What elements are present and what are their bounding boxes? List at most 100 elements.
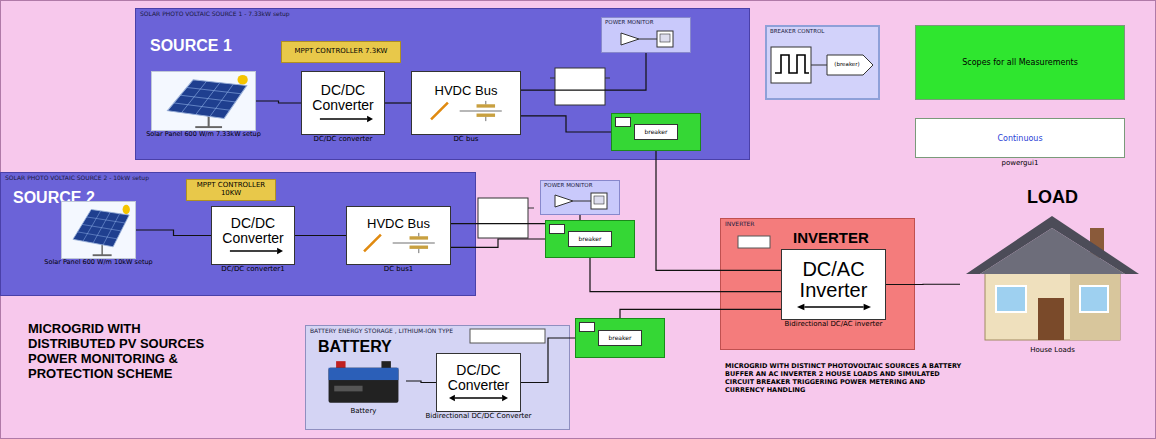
- direction-arrow: [449, 394, 508, 402]
- breaker-tag: [615, 117, 631, 127]
- pulse-generator-symbol: [769, 39, 877, 95]
- region-node: BATTERY ENERGY STORAGE , LITHIUM-ION TYP…: [305, 325, 570, 430]
- wire-connector: [656, 151, 781, 270]
- converter-caption: DC/DC converter: [288, 135, 398, 143]
- breaker-label: breaker: [645, 128, 668, 135]
- brk-node: breaker: [611, 113, 701, 151]
- load-title: LOAD: [960, 187, 1145, 208]
- monitor-symbol: [610, 29, 684, 49]
- wire-connector: [620, 309, 781, 318]
- house-icon: [960, 210, 1145, 345]
- dc-bus-symbol-svg: [426, 100, 506, 122]
- solar-panel-icon-svg: [152, 72, 255, 130]
- block-label: Scopes for all Measurements: [962, 58, 1078, 67]
- converter-label: DC/AC Inverter: [784, 259, 883, 301]
- wire-connector: [521, 338, 575, 383]
- direction-arrow-svg: [314, 115, 373, 123]
- breaker-tag: [549, 224, 565, 234]
- controller-label: MPPT CONTROLLER 10KW: [189, 182, 273, 197]
- diagram-title-note: MICROGRID WITH DISTRIBUTED PV SOURCES PO…: [28, 322, 206, 382]
- panel-caption: Solar Panel 600 W/m 10kW setup: [44, 259, 154, 266]
- region-node: SOLAR PHOTO VOLTAIC SOURCE 1 - 7.33kW se…: [135, 8, 750, 160]
- dc-bus-symbol: [359, 232, 439, 254]
- breaker-block: breaker: [634, 124, 678, 140]
- direction-arrow: [224, 247, 283, 255]
- bus-caption: DC bus: [416, 135, 516, 143]
- battery-icon: [321, 356, 406, 406]
- measurement-block: [550, 68, 610, 105]
- monitor-symbol-svg: [549, 191, 613, 211]
- region-title: BATTERY ENERGY STORAGE , LITHIUM-ION TYP…: [310, 327, 453, 334]
- monitor-symbol-svg: [610, 29, 684, 49]
- battery-icon-svg: [321, 356, 406, 406]
- monitor-title: POWER MONITOR: [605, 19, 653, 25]
- conv-node: DC/DC ConverterDC/DC converter: [301, 71, 385, 135]
- breaker-tag: [579, 322, 595, 332]
- bus-caption: DC bus1: [349, 265, 449, 273]
- house-caption: House Loads: [993, 346, 1113, 354]
- panel-caption: Solar Panel 600 W/m 7.33kW setup: [144, 131, 264, 138]
- battery-node: Battery: [321, 356, 406, 406]
- wire-connector: [590, 258, 781, 292]
- converter-caption: Bidirectional DC/DC Converter: [424, 412, 534, 420]
- brk-node: breaker: [575, 318, 665, 358]
- breaker-block: breaker: [598, 330, 642, 347]
- dc-bus-symbol: [426, 100, 506, 122]
- region-title: SOLAR PHOTO VOLTAIC SOURCE 2 - 10kW setu…: [5, 174, 149, 181]
- region-title: INVERTER: [725, 220, 755, 227]
- block-caption: powergui1: [916, 159, 1124, 167]
- dc-bus-symbol-svg: [359, 232, 439, 254]
- monitor-symbol: [549, 191, 613, 211]
- control-title: BREAKER CONTROL: [770, 28, 824, 34]
- solar-node: Solar Panel 600 W/m 7.33kW setup: [151, 71, 256, 131]
- conv-node: DC/DC ConverterBidirectional DC/DC Conve…: [436, 353, 521, 412]
- display-block: [470, 329, 545, 343]
- conv-node: DC/AC InverterBidirectional DC/AC invert…: [781, 249, 886, 320]
- goto-tag-label: (breaker): [827, 61, 867, 67]
- block-label: Continuous: [997, 134, 1042, 143]
- wire-connector: [256, 101, 301, 103]
- pm-node: POWER MONITOR: [601, 17, 691, 53]
- control-input-block: [738, 236, 770, 248]
- direction-arrow-svg: [797, 303, 871, 311]
- breaker-label: breaker: [609, 334, 632, 341]
- conv-node: DC/DC ConverterDC/DC converter1: [211, 206, 295, 265]
- pulse-generator-symbol-svg: [769, 39, 877, 95]
- direction-arrow-svg: [224, 247, 283, 255]
- solar-panel-icon: [62, 202, 135, 258]
- battery-caption: Battery: [324, 407, 404, 415]
- monitor-title: POWER MONITOR: [544, 182, 592, 188]
- converter-label: DC/DC Converter: [439, 363, 518, 392]
- bus-label: HVDC Bus: [367, 217, 430, 231]
- house-icon-svg: [960, 210, 1145, 345]
- region-label: INVERTER: [793, 229, 869, 246]
- wire-connector: [136, 230, 211, 236]
- wire-connector: [886, 284, 960, 285]
- plain-node: Scopes for all Measurements: [915, 25, 1125, 100]
- direction-arrow: [314, 115, 373, 123]
- solar-node: Solar Panel 600 W/m 10kW setup: [61, 201, 136, 259]
- brk-node: breaker: [545, 220, 635, 258]
- converter-label: DC/DC Converter: [214, 216, 292, 245]
- region-node: INVERTERINVERTERDC/AC InverterBidirectio…: [720, 218, 915, 350]
- wire-connector: [385, 102, 411, 103]
- region-label: BATTERY: [318, 338, 392, 356]
- direction-arrow: [797, 303, 871, 311]
- region-title: SOLAR PHOTO VOLTAIC SOURCE 1 - 7.33kW se…: [140, 10, 290, 17]
- wire-connector: [451, 215, 580, 224]
- controller-label: MPPT CONTROLLER 7.3KW: [295, 48, 388, 56]
- wire-connector: [406, 381, 436, 383]
- breaker-block: breaker: [568, 231, 612, 247]
- bus-label: HVDC Bus: [435, 84, 498, 98]
- converter-caption: Bidirectional DC/AC inverter: [759, 320, 909, 328]
- mppt-node: MPPT CONTROLLER 10KW: [186, 179, 276, 201]
- region-node: SOLAR PHOTO VOLTAIC SOURCE 2 - 10kW setu…: [0, 172, 476, 296]
- house-node: LOADHouse Loads: [960, 210, 1145, 345]
- measurement-block: [478, 198, 534, 238]
- wire-connector: [521, 116, 611, 132]
- wire-connector: [295, 235, 346, 236]
- plain-node: Continuouspowergui1: [915, 118, 1125, 158]
- converter-caption: DC/DC converter1: [198, 265, 308, 273]
- description-note: MICROGRID WITH DISTINCT PHOTOVOLTAIC SOU…: [725, 362, 965, 395]
